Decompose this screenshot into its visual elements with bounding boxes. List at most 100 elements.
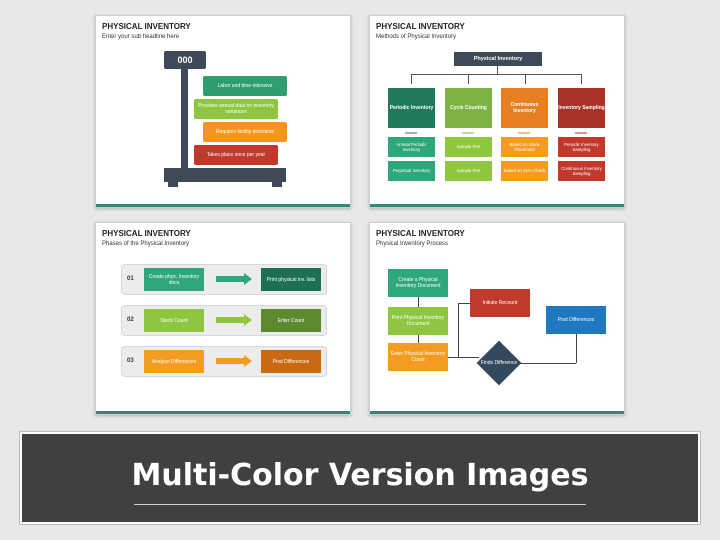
item-label: Takes place once per year <box>206 152 266 158</box>
method-sub-4a: Periodic Inventory Sampling <box>558 137 605 157</box>
arrow-right-icon <box>216 276 244 282</box>
decision-label: Finds Difference <box>480 360 518 366</box>
connector-down <box>418 335 419 343</box>
method-label: Continuous Inventory <box>510 102 539 114</box>
method-sub-label: Based on Stock Placement <box>509 141 540 152</box>
slide-accent-line <box>96 204 350 207</box>
phase-right-box: Print physical inv. lists <box>261 268 321 291</box>
process-step-2: Print Physical Inventory Document <box>388 307 448 335</box>
phase-number: 02 <box>127 317 134 323</box>
slide-thumbnail-2[interactable]: PHYSICAL INVENTORY Methods of Physical I… <box>369 15 625 208</box>
method-sub-label: Perpetual Inventory <box>392 168 431 174</box>
connector-drop <box>581 74 582 84</box>
method-sub-2b: Sample Test <box>445 161 492 181</box>
phase-right-label: Enter Count <box>277 317 305 324</box>
scale-display-label: 000 <box>177 54 193 65</box>
slide-thumbnail-3[interactable]: PHYSICAL INVENTORY Phases of the Physica… <box>95 222 351 415</box>
item-label: Requires facility downtime <box>215 129 275 135</box>
method-sub-4b: Continuous Inventory Sampling <box>558 161 605 181</box>
method-label: Periodic Inventory <box>389 105 434 111</box>
phase-number: 03 <box>127 358 134 364</box>
scale-foot-left <box>168 182 178 187</box>
divider-4 <box>575 132 587 134</box>
slide-subtitle: Physical Inventory Process <box>376 241 449 247</box>
process-step-label: Create a Physical Inventory Document <box>395 277 441 289</box>
process-step-label: Enter Physical Inventory Count <box>391 351 445 363</box>
arrow-head <box>244 355 252 367</box>
method-sub-label: Continuous Inventory Sampling <box>561 165 602 176</box>
connector-line <box>519 363 576 364</box>
phase-left-label: Stock Count <box>160 317 188 324</box>
phase-left-box: Stock Count <box>144 309 204 332</box>
footer-title: Multi-Color Version Images <box>131 458 589 493</box>
slide-accent-line <box>96 411 350 414</box>
slide-title: PHYSICAL INVENTORY <box>102 229 191 238</box>
root-label: Physical Inventory <box>473 55 523 62</box>
method-sub-label: Based on Zero Check <box>503 168 546 174</box>
item-label: Provides annual data on inventory varian… <box>198 103 274 115</box>
slide-thumbnail-4[interactable]: PHYSICAL INVENTORY Physical Inventory Pr… <box>369 222 625 415</box>
recount-label: Initiate Recount <box>482 300 518 306</box>
connector-vertical <box>497 66 498 74</box>
method-box-1: Periodic Inventory <box>388 88 435 128</box>
arrow-head <box>244 273 252 285</box>
root-box: Physical Inventory <box>454 52 542 66</box>
slide-title: PHYSICAL INVENTORY <box>376 22 465 31</box>
method-box-4: Inventory Sampling <box>558 88 605 128</box>
scale-display: 000 <box>164 51 206 69</box>
scale-base <box>164 168 286 182</box>
slide-accent-line <box>370 204 624 207</box>
item-box-2: Provides annual data on inventory varian… <box>194 99 278 119</box>
method-sub-label: Sample Test <box>456 144 481 150</box>
item-box-3: Requires facility downtime <box>203 122 287 142</box>
phase-left-label: Create phys. Inventory docs <box>148 273 200 286</box>
phase-right-label: Print physical inv. lists <box>266 276 316 283</box>
connector-drop <box>525 74 526 84</box>
slide-subtitle: Methods of Physical Inventory <box>376 34 457 40</box>
phase-left-box: Create phys. Inventory docs <box>144 268 204 291</box>
connector-line <box>458 303 459 357</box>
slide-subtitle: Enter your sub headline here <box>102 34 180 40</box>
phase-right-box: Post Differences <box>261 350 321 373</box>
phase-right-box: Enter Count <box>261 309 321 332</box>
divider-3 <box>518 132 530 134</box>
method-sub-label: Annual Periodic Inventory <box>396 141 427 152</box>
method-label: Cycle Counting <box>450 105 487 111</box>
method-sub-2a: Sample Test <box>445 137 492 157</box>
arrow-head <box>244 314 252 326</box>
recount-box: Initiate Recount <box>470 289 530 317</box>
post-differences-box: Post Differences <box>546 306 606 334</box>
method-sub-3a: Based on Stock Placement <box>501 137 548 157</box>
method-sub-1a: Annual Periodic Inventory <box>388 137 435 157</box>
method-label: Inventory Sampling <box>558 105 605 111</box>
connector-line <box>576 334 577 363</box>
process-step-1: Create a Physical Inventory Document <box>388 269 448 297</box>
slide-thumbnail-1[interactable]: PHYSICAL INVENTORY Enter your sub headli… <box>95 15 351 208</box>
method-sub-3b: Based on Zero Check <box>501 161 548 181</box>
item-box-4: Takes place once per year <box>194 145 278 165</box>
connector-horizontal <box>411 74 582 75</box>
phase-left-box: Analyze Differences <box>144 350 204 373</box>
slide-accent-line <box>370 411 624 414</box>
slide-title: PHYSICAL INVENTORY <box>102 22 191 31</box>
scale-pole <box>181 69 188 181</box>
method-sub-1b: Perpetual Inventory <box>388 161 435 181</box>
post-label: Post Differences <box>557 317 595 323</box>
connector-line <box>448 357 479 358</box>
process-step-label: Print Physical Inventory Document <box>391 315 445 327</box>
connector-line <box>458 303 470 304</box>
divider-1 <box>405 132 417 134</box>
phase-number: 01 <box>127 276 134 282</box>
phase-left-label: Analyze Differences <box>151 358 197 365</box>
item-label: Labor and time-intensive <box>217 83 273 89</box>
slide-subtitle: Phases of the Physical Inventory <box>102 241 190 247</box>
method-sub-label: Sample Test <box>456 168 481 174</box>
divider-2 <box>462 132 474 134</box>
connector-down <box>418 297 419 307</box>
footer-banner: Multi-Color Version Images <box>19 431 701 525</box>
connector-drop <box>411 74 412 84</box>
item-box-1: Labor and time-intensive <box>203 76 287 96</box>
arrow-right-icon <box>216 317 244 323</box>
process-step-3: Enter Physical Inventory Count <box>388 343 448 371</box>
phase-right-label: Post Differences <box>272 358 310 365</box>
